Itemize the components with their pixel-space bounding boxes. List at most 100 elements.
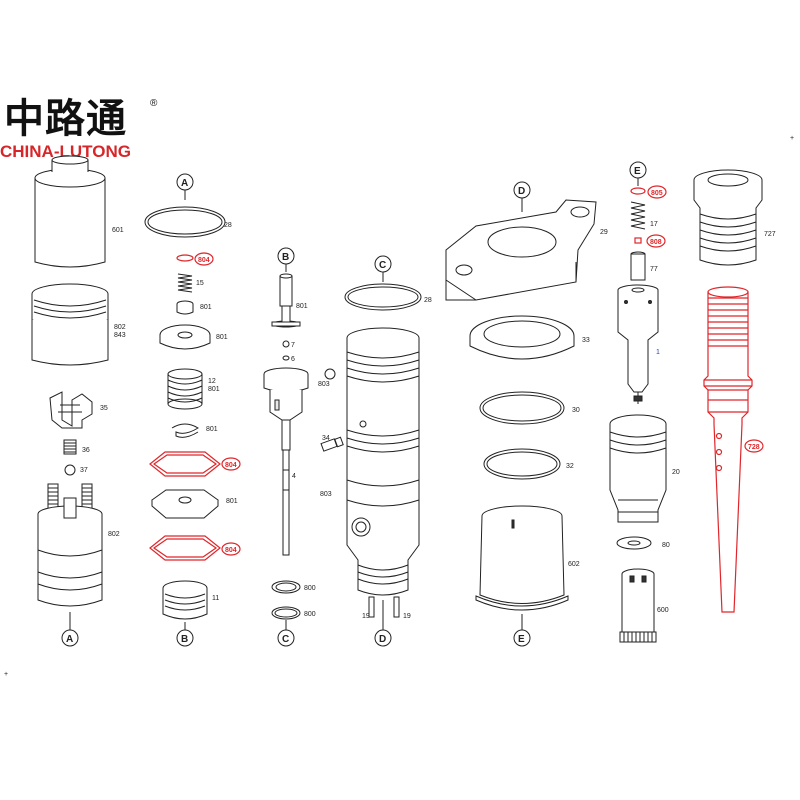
part-728-pressure-pipe[interactable] <box>703 286 753 613</box>
part-601-cap <box>34 155 106 268</box>
marker-b-bottom: B <box>181 634 188 645</box>
label-29: 29 <box>600 229 608 236</box>
part-808-spacer <box>634 237 642 244</box>
part-805-shim <box>630 187 646 195</box>
part-37-ball <box>64 464 76 476</box>
marker-c-bottom: C <box>282 634 289 645</box>
brand-logo: 中路通 ® CHINA-LUTONG <box>0 96 175 170</box>
part-802-body <box>37 483 103 607</box>
part-803-body <box>346 327 420 596</box>
label-801-b: 801 <box>216 334 228 341</box>
label-801-d: 801 <box>206 426 218 433</box>
marker-d-bottom-circle <box>374 629 392 647</box>
registered-mark: ® <box>150 98 158 109</box>
part-28-oring-b <box>344 283 422 311</box>
part-804-shim-b <box>149 451 221 477</box>
part-1-nozzle <box>617 284 659 404</box>
label-7: 7 <box>291 342 295 349</box>
marker-e-bottom: E <box>518 634 525 645</box>
marker-a-bottom: A <box>66 634 73 645</box>
part-35-connector <box>49 391 93 429</box>
column-nozzle: E 805 17 808 77 1 <box>609 161 680 643</box>
label-34: 34 <box>322 435 330 442</box>
label-801-a: 801 <box>200 304 212 311</box>
part-80-washer <box>616 536 652 550</box>
label-4: 4 <box>292 473 296 480</box>
part-20-nut <box>609 414 667 523</box>
column-d-body: C 28 803 803 34 19 19 D <box>318 255 432 647</box>
part-1-tip <box>633 395 643 402</box>
label-20: 20 <box>672 469 680 476</box>
label-77: 77 <box>650 266 658 273</box>
part-28-oring <box>144 206 226 238</box>
logo-english-text: CHINA-LUTONG <box>0 142 131 161</box>
part-801-disc <box>159 324 211 350</box>
part-801-clip <box>171 423 199 438</box>
part-33-ring <box>469 315 575 360</box>
label-804-c: 804 <box>225 547 237 554</box>
marker-d-bottom: D <box>379 634 386 645</box>
label-35: 35 <box>100 405 108 412</box>
label-804-a: 804 <box>198 257 210 264</box>
label-1: 1 <box>656 349 660 356</box>
label-802-b: 802 <box>108 531 120 538</box>
label-727: 727 <box>764 231 776 238</box>
column-fittings: 727 728 <box>693 169 776 613</box>
part-800-ring-a <box>271 580 301 594</box>
part-7-pin <box>282 340 290 348</box>
marker-b-bottom-circle <box>176 629 194 647</box>
label-801-e: 801 <box>226 498 238 505</box>
label-17: 17 <box>650 221 658 228</box>
part-801-plate <box>151 489 219 519</box>
part-800-ring-b <box>271 606 301 620</box>
marker-a-top: A <box>181 178 188 189</box>
part-600-cap <box>619 568 657 643</box>
part-34-screw <box>320 436 344 452</box>
part-36-spring <box>63 439 77 455</box>
label-728: 728 <box>748 444 760 451</box>
part-77-pin <box>630 251 646 281</box>
label-802-a: 802 <box>114 324 126 331</box>
label-803-b: 803 <box>320 491 332 498</box>
part-804-seal-a <box>176 254 194 262</box>
label-28-a: 28 <box>224 222 232 229</box>
part-4-needle <box>263 367 309 556</box>
label-803-a: 803 <box>318 381 330 388</box>
part-15-spring <box>177 273 193 293</box>
column-b: A 28 804 15 801 801 12 801 801 <box>144 173 241 647</box>
label-32: 32 <box>566 463 574 470</box>
label-19-b: 19 <box>403 613 411 620</box>
marker-b-top: B <box>282 252 289 263</box>
label-601: 601 <box>112 227 124 234</box>
label-36: 36 <box>82 447 90 454</box>
label-801-f: 801 <box>296 303 308 310</box>
part-11-nut <box>162 580 208 620</box>
label-15: 15 <box>196 280 204 287</box>
corner-mark-left: + <box>4 671 8 678</box>
label-800-b: 800 <box>304 611 316 618</box>
label-28-b: 28 <box>424 297 432 304</box>
label-30: 30 <box>572 407 580 414</box>
label-602: 602 <box>568 561 580 568</box>
part-802-nut <box>31 283 109 366</box>
label-808: 808 <box>650 239 662 246</box>
marker-e-bottom-circle <box>513 629 531 647</box>
marker-c-top: C <box>379 260 386 271</box>
label-19-a: 19 <box>362 613 370 620</box>
label-804-b: 804 <box>225 462 237 469</box>
logo-chinese-text: 中路通 <box>4 96 127 142</box>
part-12-spring <box>167 368 203 410</box>
label-805: 805 <box>651 190 663 197</box>
part-32-oring <box>483 448 561 480</box>
label-37: 37 <box>80 467 88 474</box>
marker-c-bottom-circle <box>277 629 295 647</box>
part-801-valve <box>271 273 301 328</box>
column-c-needle: B 801 7 6 4 800 800 <box>263 247 316 647</box>
label-11: 11 <box>212 595 219 602</box>
part-30-oring <box>479 391 565 425</box>
part-29-clamp <box>445 199 597 301</box>
part-17-spring <box>630 201 646 230</box>
part-19-pin-b <box>393 596 400 618</box>
part-804-shim-c <box>149 535 221 561</box>
